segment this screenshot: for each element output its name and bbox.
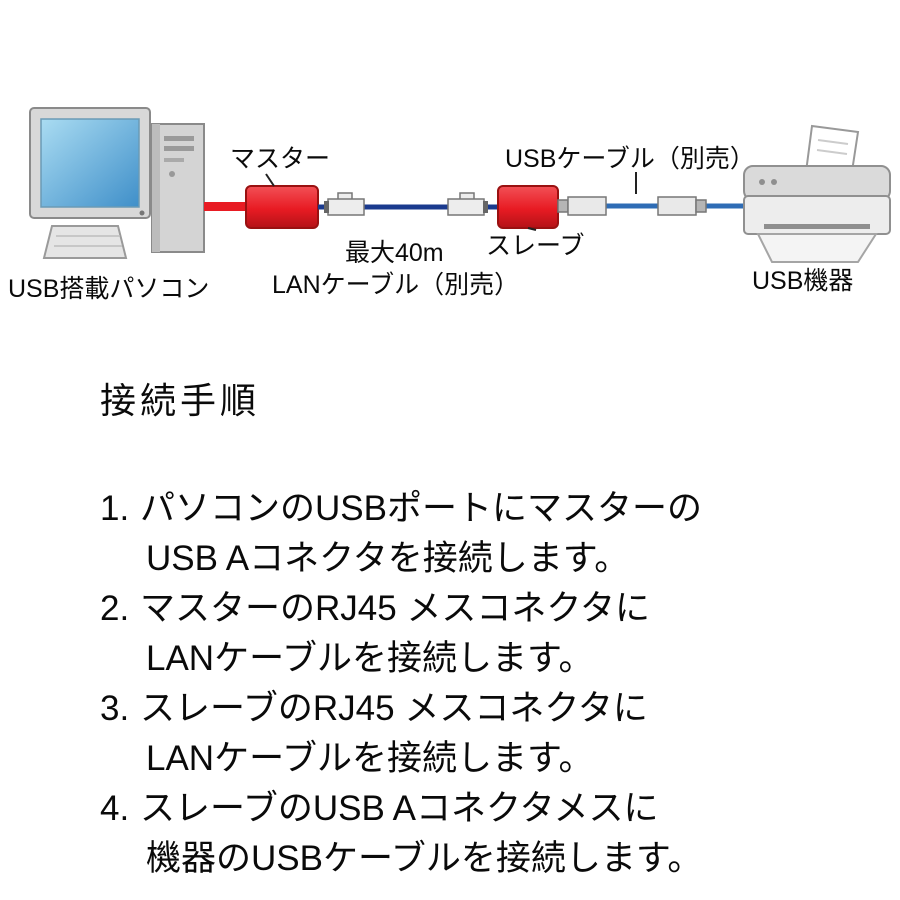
usb-cable bbox=[557, 172, 746, 216]
lan-max-length-label: 最大40m bbox=[345, 239, 444, 267]
slave-leader-line bbox=[527, 227, 537, 231]
usb-device-label: USB機器 bbox=[752, 267, 854, 295]
rj45-plug-left bbox=[324, 192, 365, 216]
instructions-section: 接続手順 1. パソコンのUSBポートにマスターの USB Aコネクタを接続しま… bbox=[100, 372, 702, 884]
step-number: 4. bbox=[100, 789, 130, 828]
step-line: LANケーブルを接続します。 bbox=[146, 739, 594, 778]
pc-tower bbox=[151, 123, 205, 253]
usb-plug-left bbox=[557, 196, 607, 216]
printer-output-slot bbox=[764, 224, 870, 229]
monitor-screen bbox=[40, 118, 140, 208]
step-line: LANケーブルを接続します。 bbox=[146, 639, 594, 678]
step-line: 機器のUSBケーブルを接続します。 bbox=[146, 839, 703, 878]
instructions-heading: 接続手順 bbox=[100, 380, 261, 421]
printer-output-tray bbox=[756, 233, 878, 263]
step-line: スレーブのUSB Aコネクタメスに bbox=[140, 789, 659, 828]
computer-illustration bbox=[29, 107, 205, 259]
diagram-artwork bbox=[29, 107, 891, 263]
usb-plug-right bbox=[657, 196, 707, 216]
connection-diagram: マスター USBケーブル（別売） 最大40m LANケーブル（別売） スレーブ … bbox=[0, 0, 900, 340]
pc-label: USB搭載パソコン bbox=[8, 275, 210, 303]
master-label: マスター bbox=[230, 145, 331, 173]
slave-unit bbox=[497, 185, 559, 231]
keyboard bbox=[42, 225, 128, 259]
step-item-3: 3. スレーブのRJ45 メスコネクタに LANケーブルを接続します。 bbox=[100, 684, 702, 784]
lan-cable bbox=[318, 192, 498, 216]
slave-label: スレーブ bbox=[486, 232, 585, 260]
printer-top bbox=[743, 165, 891, 201]
step-number: 2. bbox=[100, 589, 130, 628]
step-item-1: 1. パソコンのUSBポートにマスターの USB Aコネクタを接続します。 bbox=[100, 484, 702, 584]
lan-cable-label: LANケーブル（別売） bbox=[272, 271, 520, 299]
usb-cable-label: USBケーブル（別売） bbox=[505, 145, 755, 173]
step-line: パソコンのUSBポートにマスターの bbox=[140, 489, 702, 528]
step-item-2: 2. マスターのRJ45 メスコネクタに LANケーブルを接続します。 bbox=[100, 584, 702, 684]
rj45-plug-right bbox=[447, 192, 488, 216]
pc-to-master-link bbox=[204, 202, 246, 211]
monitor-power-light bbox=[139, 210, 145, 216]
master-unit bbox=[245, 173, 319, 229]
printer-illustration bbox=[743, 124, 891, 263]
step-number: 1. bbox=[100, 489, 130, 528]
step-line: スレーブのRJ45 メスコネクタに bbox=[140, 689, 648, 728]
step-item-4: 4. スレーブのUSB Aコネクタメスに 機器のUSBケーブルを接続します。 bbox=[100, 784, 702, 884]
steps-list: 1. パソコンのUSBポートにマスターの USB Aコネクタを接続します。 2.… bbox=[100, 484, 702, 884]
step-number: 3. bbox=[100, 689, 130, 728]
step-line: USB Aコネクタを接続します。 bbox=[146, 539, 630, 578]
master-leader-line bbox=[265, 173, 275, 187]
step-line: マスターのRJ45 メスコネクタに bbox=[140, 589, 651, 628]
